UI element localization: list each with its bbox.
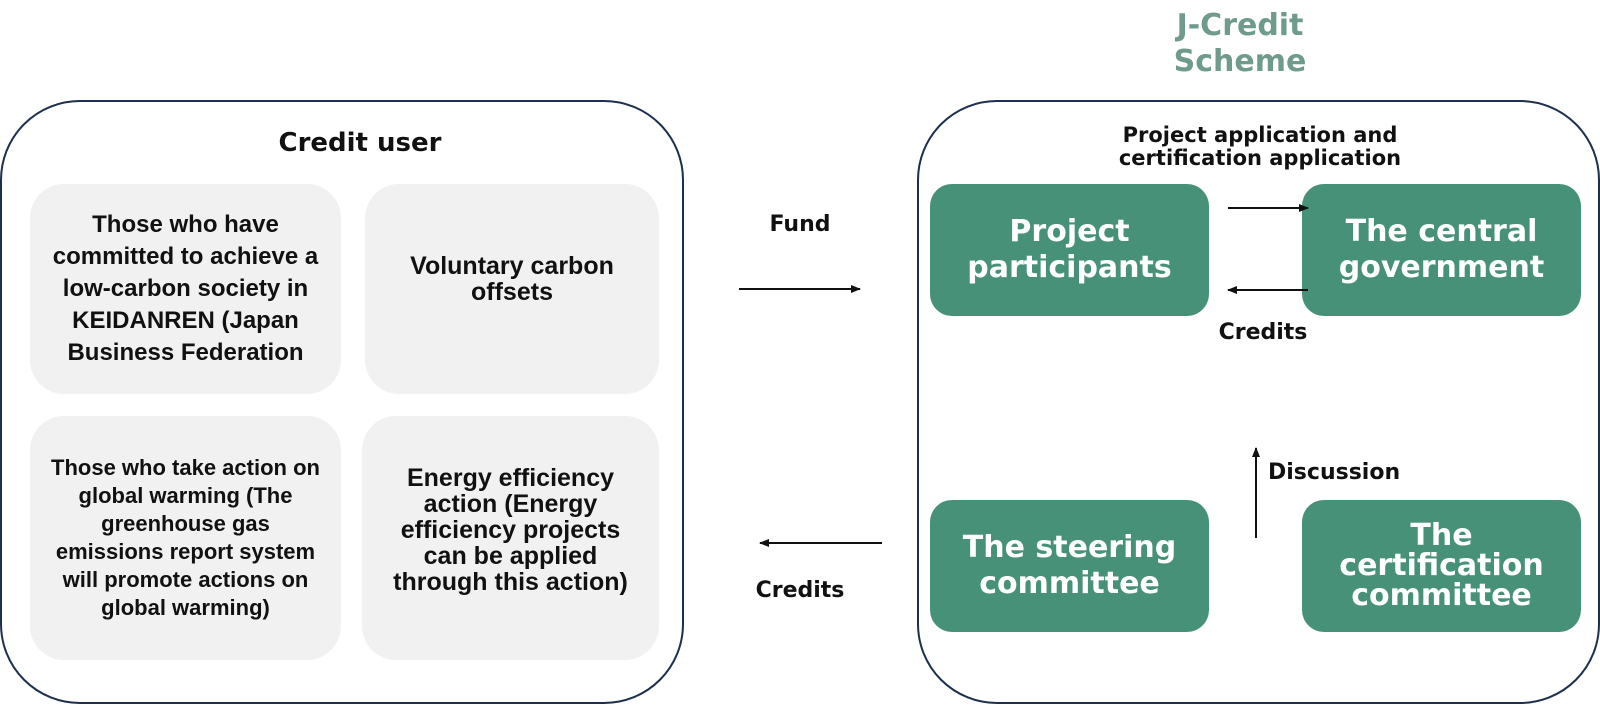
steering-committee-node: The steering committee <box>930 500 1209 632</box>
central-government-node: The central government <box>1302 184 1581 316</box>
energy-efficiency-box: Energy efficiency action (Energy efficie… <box>362 416 659 660</box>
certification-committee-node: The certification committee <box>1302 500 1581 632</box>
discussion-label: Discussion <box>1268 460 1401 485</box>
credits-in-label: Credits <box>1218 320 1308 345</box>
fund-label: Fund <box>769 212 831 237</box>
global-warming-action-box: Those who take action on global warming … <box>30 416 341 660</box>
credits-out-label: Credits <box>755 578 845 603</box>
project-participants-node: Project participants <box>930 184 1209 316</box>
application-label: Project application and certification ap… <box>1118 123 1402 170</box>
scheme-title: J-Credit Scheme <box>1173 8 1307 79</box>
voluntary-offsets-box: Voluntary carbon offsets <box>365 184 659 394</box>
credit-user-title: Credit user <box>278 128 442 158</box>
keidanren-box: Those who have committed to achieve a lo… <box>30 184 341 394</box>
